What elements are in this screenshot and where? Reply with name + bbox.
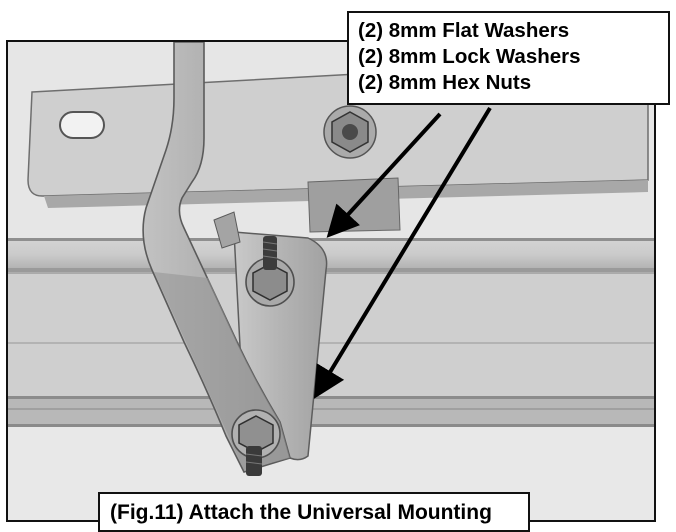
lower-stud <box>246 446 262 476</box>
assembly-illustration <box>8 42 654 520</box>
middle-hex-nut <box>252 263 288 301</box>
rail-body <box>8 274 654 396</box>
mounting-strap <box>142 42 291 473</box>
upper-bar-tab <box>307 177 401 233</box>
callout-flat-washers: (2) 8mm Flat Washers <box>358 19 570 42</box>
hardware-callout-box: (2) 8mm Flat Washers (2) 8mm Lock Washer… <box>347 11 670 105</box>
figure-caption-box: (Fig.11) Attach the Universal Mounting <box>98 492 530 532</box>
figure-caption: (Fig.11) Attach the Universal Mounting <box>110 501 492 524</box>
callout-hex-nuts: (2) 8mm Hex Nuts <box>358 71 532 94</box>
figure-frame <box>6 40 656 522</box>
callout-lock-washers: (2) 8mm Lock Washers <box>358 45 581 68</box>
middle-stud <box>263 236 277 270</box>
upper-bar-slot <box>59 111 105 139</box>
